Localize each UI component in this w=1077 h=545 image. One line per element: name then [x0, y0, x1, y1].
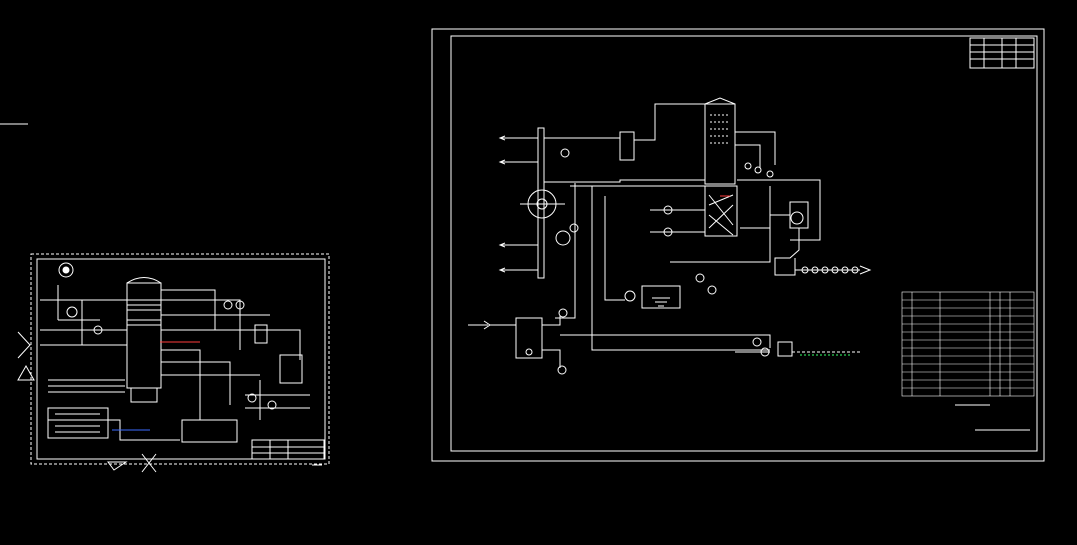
right-sheet-inner-border	[450, 35, 1038, 452]
left-small-vessel	[254, 324, 268, 344]
instrument-bubble	[624, 290, 636, 302]
instrument-bubble	[558, 308, 568, 318]
left-tank-inner	[62, 266, 70, 274]
left-drawing-sheet[interactable]	[17, 253, 330, 473]
left-column-tower	[126, 282, 162, 389]
revision-table	[969, 37, 1035, 69]
left-exchanger	[279, 354, 303, 384]
left-sheet-bottom-marker	[107, 461, 128, 471]
left-valve	[235, 300, 245, 310]
left-reflux-pipe	[161, 349, 260, 420]
ground-symbol	[652, 297, 670, 307]
left-control-block	[47, 407, 109, 439]
left-column-cap	[126, 277, 162, 284]
left-sheet-arrow-marker	[17, 331, 31, 359]
instrument-bubble	[695, 273, 705, 283]
left-pump-symbol	[66, 306, 78, 318]
instrument-bubble	[760, 347, 770, 357]
instrument-bubble	[557, 365, 567, 375]
tank-connection	[591, 186, 771, 351]
valve-bubble	[766, 170, 774, 178]
inlet-pipes-bottom	[500, 244, 538, 271]
left-control-lines	[55, 413, 100, 433]
left-sheet-cross-marker	[141, 453, 157, 473]
instrument-bubble	[560, 148, 570, 158]
left-valve	[267, 400, 277, 410]
left-sheet-outer-border	[30, 253, 330, 465]
lower-right-vessel	[777, 341, 793, 357]
top-return-pipe	[544, 179, 705, 187]
left-sheet-inner-border	[36, 258, 326, 460]
separator-outlet	[774, 228, 800, 276]
lower-tank-piping	[490, 183, 576, 368]
separator-fan	[790, 211, 804, 225]
column-packing	[710, 114, 730, 144]
main-header-pipe	[544, 103, 705, 161]
vertical-header-pipe	[537, 127, 545, 279]
valve-bubble	[744, 162, 752, 170]
left-valve-branch	[57, 285, 100, 345]
pump-symbol	[555, 230, 571, 246]
reactor-vessel	[704, 185, 738, 237]
instrument-bubble	[569, 223, 579, 233]
absorption-column	[704, 103, 736, 185]
right-drawing-sheet[interactable]	[431, 28, 1045, 462]
left-sheet-triangle-marker	[17, 364, 35, 381]
lower-right-piping	[560, 334, 771, 353]
inlet-pipes-top	[500, 137, 538, 163]
instrument-bubble	[707, 285, 717, 295]
left-feed-arrows	[48, 379, 125, 393]
middle-tank	[641, 285, 681, 309]
lower-tank	[515, 317, 543, 359]
lower-tank-label	[525, 348, 533, 356]
outlet-arrow	[859, 265, 872, 275]
column-top	[704, 97, 736, 105]
left-drum	[181, 419, 238, 443]
left-tank-circle	[58, 262, 74, 278]
right-side-piping	[735, 131, 821, 241]
valve-bubble	[754, 166, 762, 174]
parts-list-table	[901, 291, 1035, 397]
left-column-skirt	[130, 387, 158, 403]
instrument-bubble	[752, 337, 762, 347]
right-sheet-outer-border	[431, 28, 1045, 462]
inlet-arrow	[498, 135, 506, 273]
left-overhead-pipe	[161, 289, 301, 360]
left-instrument-symbol	[93, 325, 103, 335]
inlet-arrow-left	[468, 320, 491, 330]
left-valve	[247, 393, 257, 403]
left-piping-detail	[245, 380, 310, 420]
left-valve	[223, 300, 233, 310]
left-feed-pipe	[40, 299, 127, 346]
outlet-valve-train	[801, 266, 859, 274]
reactor-packing	[708, 194, 734, 236]
